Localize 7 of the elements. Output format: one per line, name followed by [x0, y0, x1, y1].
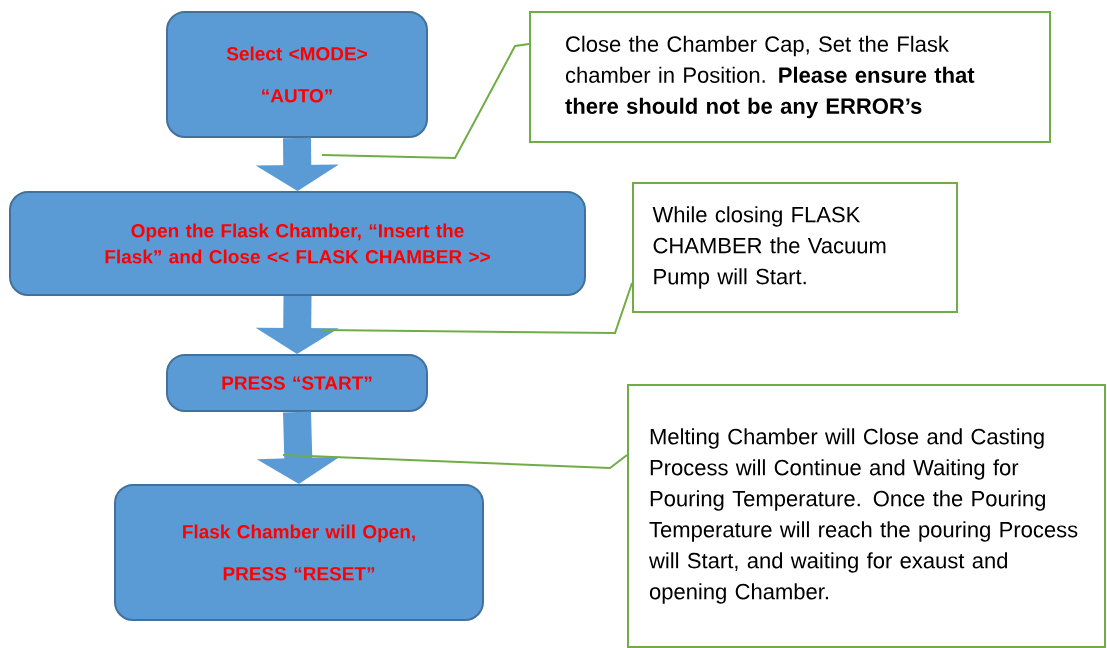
leader-line — [321, 43, 530, 159]
callout-box: Close the Chamber Cap, Set the Flask chamber in Position. Please ensure that there should not be any ERROR’s — [529, 11, 1051, 143]
callout-box: While closing FLASK CHAMBER the Vacuum Pump will Start. — [632, 182, 958, 313]
callout-box: Melting Chamber will Close and Casting Process will Continue and Waiting for Pouring Temperature. Once the Pouring Temperature will reach the pouring Process will Start, and waiting for exaust and opening Chamber. — [627, 384, 1106, 648]
process-box: Select <MODE> “AUTO” — [166, 11, 428, 138]
leader-line — [321, 282, 633, 334]
leader-line — [282, 454, 628, 470]
